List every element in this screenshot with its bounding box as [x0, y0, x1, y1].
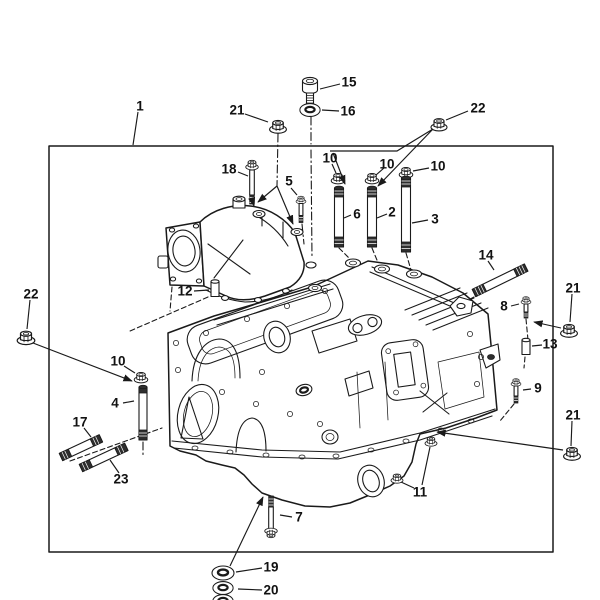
dowel-pin-13 — [521, 337, 531, 356]
flange-nut-10d — [133, 372, 149, 384]
deck-stud-bosses — [307, 258, 423, 293]
stud-2 — [366, 185, 378, 248]
bell-housing — [157, 195, 317, 303]
stud-14 — [471, 263, 529, 298]
dowel-pin-12 — [210, 279, 220, 298]
hex-bolt-7 — [264, 495, 278, 539]
stud-17 — [58, 434, 104, 462]
washer-16 — [298, 102, 322, 118]
flange-nut-21-lower-right — [563, 446, 581, 461]
stud-4 — [138, 384, 148, 441]
socket-head-screw-15 — [301, 76, 319, 106]
washer-partial — [211, 593, 235, 600]
side-flange — [380, 339, 430, 401]
washer-19 — [210, 564, 236, 582]
stud-6 — [333, 185, 345, 248]
leader-lines — [26, 83, 573, 591]
washer-20 — [211, 580, 235, 596]
hex-bolt-18 — [245, 159, 259, 205]
flange-nut-21-top — [269, 119, 287, 134]
flange-nut-22-left — [16, 330, 36, 346]
hex-bolt-8 — [520, 296, 532, 319]
flange-nut-22-top-right — [430, 118, 448, 132]
crankcase-drawing — [157, 195, 501, 508]
stud-23 — [78, 442, 129, 473]
stud-3 — [400, 175, 412, 253]
flange-nut-21-right — [560, 323, 578, 338]
hex-bolt-9 — [510, 378, 522, 404]
flange-nut-11b — [424, 436, 438, 447]
case-bolt-holes — [173, 288, 484, 427]
crankcase-block — [167, 258, 501, 508]
hex-bolt-5 — [295, 195, 307, 223]
